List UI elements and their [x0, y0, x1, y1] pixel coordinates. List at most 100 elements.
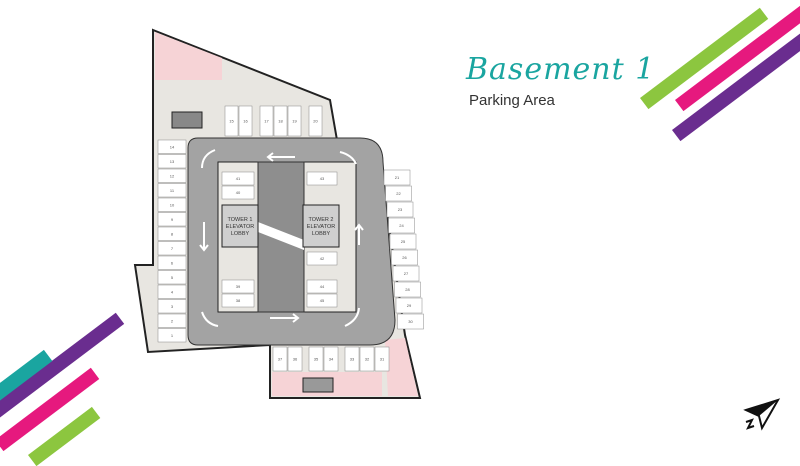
parking-slot — [306, 251, 338, 266]
parking-slot-number: 39 — [236, 284, 241, 289]
parking-slot — [308, 105, 323, 137]
parking-slot-number: 35 — [314, 357, 319, 362]
parking-slot-number: 31 — [380, 357, 385, 362]
parking-slot-number: 28 — [405, 287, 410, 292]
parking-slot-number: 16 — [243, 119, 248, 124]
arrow-top — [266, 152, 295, 162]
arrow-curve-br — [344, 307, 360, 327]
parking-slot — [383, 169, 411, 186]
parking-slot-number: 2 — [171, 318, 174, 323]
tower-2-label-line3: LOBBY — [312, 231, 331, 237]
parking-slot — [224, 105, 239, 137]
parking-slot — [157, 139, 187, 154]
parking-slot-number: 20 — [313, 119, 318, 124]
stair-top — [171, 111, 203, 129]
ramp-ribbon — [258, 222, 304, 250]
parking-slot-number: 36 — [293, 357, 298, 362]
parking-slot-number: 32 — [365, 357, 370, 362]
parking-slot-number: 40 — [236, 190, 241, 195]
parking-slot-number: 10 — [170, 202, 175, 207]
parking-slot — [157, 313, 187, 328]
tower-2-label-line1: TOWER 2 — [309, 217, 334, 223]
parking-slot — [157, 183, 187, 198]
parking-slot — [374, 346, 390, 372]
parking-slot — [238, 105, 253, 137]
parking-slot — [221, 293, 255, 308]
parking-slot — [389, 233, 417, 250]
parking-slot — [221, 171, 255, 186]
parking-slot — [287, 346, 303, 372]
parking-slot — [344, 346, 360, 372]
parking-slot-number: 33 — [350, 357, 355, 362]
tower-1-label-line1: TOWER 1 — [228, 217, 253, 223]
parking-slot-number: 6 — [171, 260, 174, 265]
parking-slot — [306, 171, 338, 186]
parking-slot — [157, 168, 187, 183]
arrow-right — [354, 223, 364, 245]
parking-slot — [308, 346, 324, 372]
traffic-arrows — [199, 149, 364, 327]
parking-slot — [157, 241, 187, 256]
tower-1-lobby — [221, 204, 259, 248]
parking-slot — [323, 346, 339, 372]
parking-slot-number: 15 — [229, 119, 234, 124]
parking-slot — [273, 105, 288, 137]
parking-slot-number: 25 — [401, 239, 406, 244]
parking-slot — [157, 270, 187, 285]
parking-slot-number: 38 — [236, 298, 241, 303]
parking-slot — [306, 293, 338, 308]
parking-slot — [259, 105, 274, 137]
parking-slot-number: 45 — [320, 298, 325, 303]
arrow-curve-bl — [201, 311, 219, 327]
parking-slot — [392, 265, 420, 282]
parking-slot-number: 44 — [320, 284, 325, 289]
parking-slot-number: 19 — [292, 119, 297, 124]
parking-slot-number: 26 — [402, 255, 407, 260]
parking-slot-number: 5 — [171, 275, 174, 280]
parking-slot — [157, 284, 187, 299]
parking-slot — [157, 255, 187, 270]
parking-slot — [157, 197, 187, 212]
parking-slot-number: 1 — [171, 333, 174, 338]
parking-slot — [359, 346, 375, 372]
parking-slot-number: 17 — [264, 119, 269, 124]
parking-slot — [397, 313, 424, 330]
parking-slot — [157, 299, 187, 314]
tower-2-label-line2: ELEVATOR — [307, 224, 335, 230]
parking-slot-number: 3 — [171, 304, 174, 309]
arrow-bottom — [270, 313, 300, 323]
parking-slot-number: 27 — [404, 271, 409, 276]
parking-slot — [157, 226, 187, 241]
tower-1-label-line2: ELEVATOR — [226, 224, 254, 230]
parking-slot-number: 42 — [320, 256, 325, 261]
parking-slot-number: 21 — [395, 175, 400, 180]
parking-slot — [221, 185, 255, 200]
parking-slot-number: 9 — [171, 217, 174, 222]
parking-slot — [385, 185, 412, 202]
paper-plane-logo-icon — [743, 398, 781, 431]
slide-title: Basement 1 — [466, 52, 656, 87]
arrow-curve-tr — [339, 151, 357, 165]
parking-slot-number: 8 — [171, 231, 174, 236]
parking-slot — [394, 281, 421, 298]
parking-slot-number: 41 — [236, 176, 241, 181]
parking-slot — [386, 201, 414, 218]
parking-slot-number: 43 — [320, 176, 325, 181]
parking-slot-number: 22 — [396, 191, 401, 196]
parking-slot-number: 37 — [278, 357, 283, 362]
tower-2-lobby — [302, 204, 340, 248]
pink-zone-bottom-right — [385, 338, 418, 396]
parking-slot-number: 24 — [399, 223, 404, 228]
arrow-curve-tl — [201, 149, 216, 169]
parking-slot-number: 23 — [398, 207, 403, 212]
parking-slot — [391, 249, 418, 266]
parking-slot — [157, 154, 187, 169]
parking-slot — [395, 297, 423, 314]
parking-slot — [388, 217, 415, 234]
parking-slot-number: 34 — [329, 357, 334, 362]
parking-slot-number: 14 — [170, 144, 175, 149]
pink-zone-top — [155, 32, 222, 80]
parking-slot-number: 29 — [407, 303, 412, 308]
parking-slot-number: 7 — [171, 246, 174, 251]
